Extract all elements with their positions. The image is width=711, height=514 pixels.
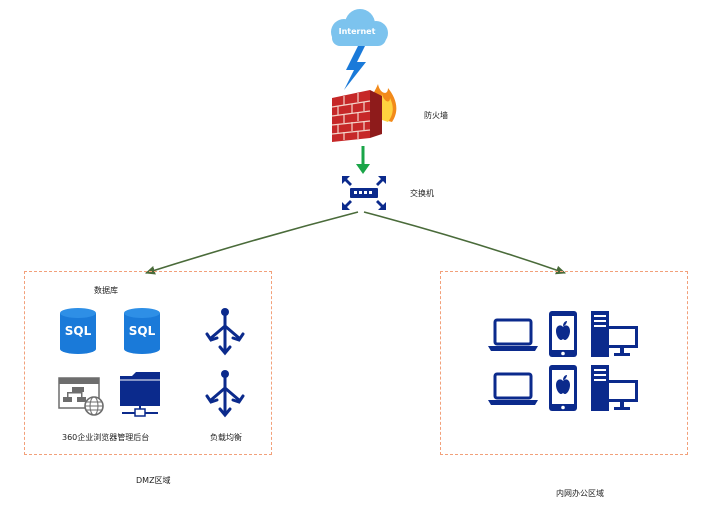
firewall-icon [331,84,397,142]
network-folder-icon [120,372,160,417]
switch-icon [342,176,386,210]
laptop-icon [488,372,538,405]
browser-admin-label: 360企业浏览器管理后台 [62,433,150,442]
web-console-icon [58,377,104,416]
sql-database-icon: SQL [122,307,162,355]
laptop-icon [488,318,538,351]
dmz-zone-title: DMZ区域 [136,476,171,485]
switch-label: 交换机 [410,189,434,198]
intranet-zone-title: 内网办公区域 [556,489,604,498]
dmz-db-label: 数据库 [94,286,118,295]
load-balancer-label: 负载均衡 [210,433,242,442]
internet-label: Internet [338,27,376,36]
load-balancer-icon [205,308,245,356]
sql-text: SQL [128,324,156,338]
load-balancer-icon [205,370,245,418]
intranet-zone [440,271,688,455]
sql-database-icon: SQL [58,307,98,355]
firewall-label: 防火墙 [424,111,448,120]
lightning-icon [344,46,366,90]
sql-text: SQL [64,324,92,338]
internet-cloud-icon: Internet [322,8,392,52]
desktop-pc-icon [591,365,638,411]
desktop-pc-icon [591,311,638,357]
smartphone-icon [549,365,577,411]
dmz-zone [24,271,272,455]
smartphone-icon [549,311,577,357]
link-switch-to-intranet [363,211,567,275]
link-switch-to-dmz [144,211,359,275]
